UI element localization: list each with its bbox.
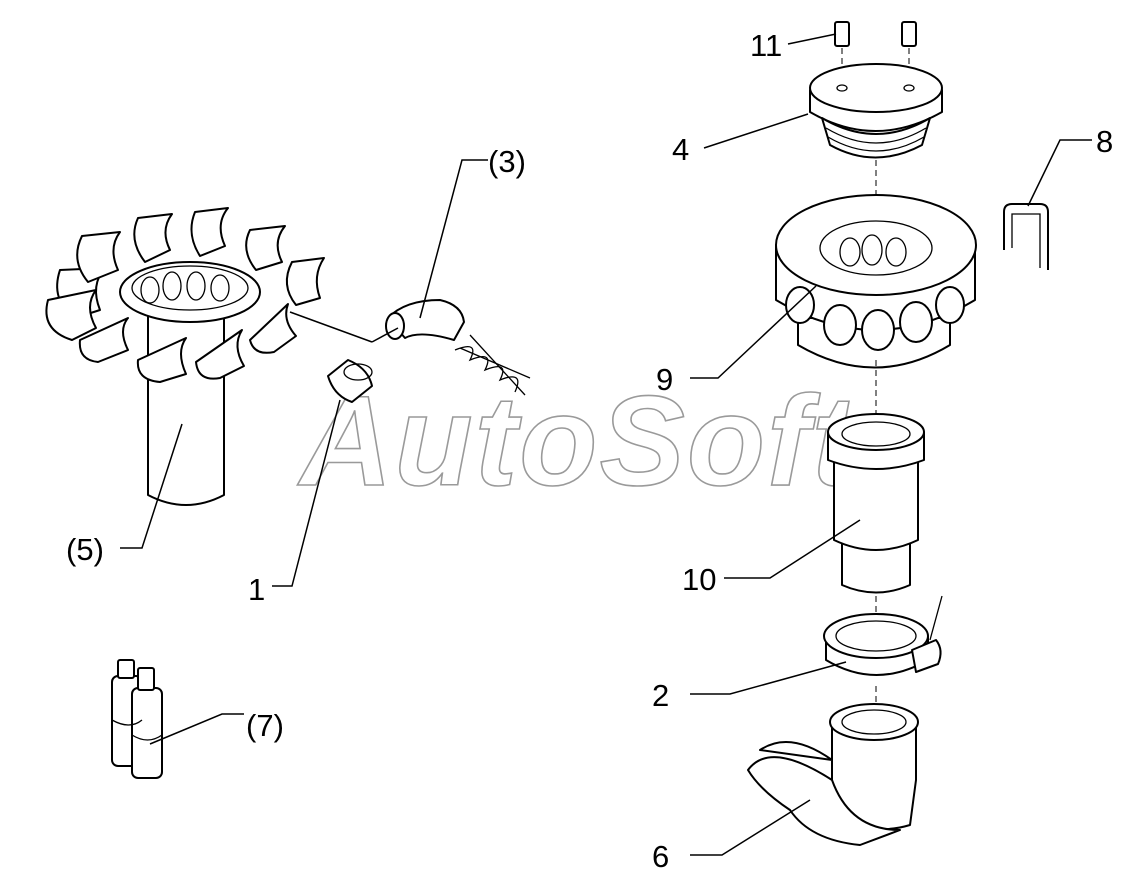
watermark: AutoSoft bbox=[297, 370, 859, 513]
part-2-clamp bbox=[823, 595, 943, 676]
callout-6: 6 bbox=[652, 839, 669, 874]
part-8-bracket bbox=[1003, 203, 1049, 270]
callout-11: 11 bbox=[750, 28, 782, 63]
part-10-adapter bbox=[827, 413, 925, 594]
callout-8: 8 bbox=[1096, 124, 1113, 159]
callout-2: 2 bbox=[652, 678, 669, 713]
leader-lines bbox=[120, 33, 1092, 856]
callout-3: (3) bbox=[488, 144, 526, 179]
callout-9: 9 bbox=[656, 362, 673, 397]
part-7-cartridges bbox=[111, 659, 163, 779]
part-1-cap bbox=[327, 359, 373, 403]
callout-5: (5) bbox=[66, 532, 104, 567]
callout-4: 4 bbox=[672, 132, 689, 167]
part-5-nozzle-cups bbox=[45, 207, 325, 383]
part-6-elbow bbox=[747, 703, 919, 846]
part-9-distributor bbox=[775, 194, 977, 369]
callout-1: 1 bbox=[248, 572, 265, 607]
part-5-nozzle-head bbox=[45, 207, 325, 506]
part-11-pins bbox=[834, 21, 917, 47]
callout-7: (7) bbox=[246, 708, 284, 743]
part-3-elbow-spring bbox=[385, 299, 531, 396]
part-4-cover bbox=[809, 63, 943, 159]
callout-10: 10 bbox=[682, 562, 716, 597]
